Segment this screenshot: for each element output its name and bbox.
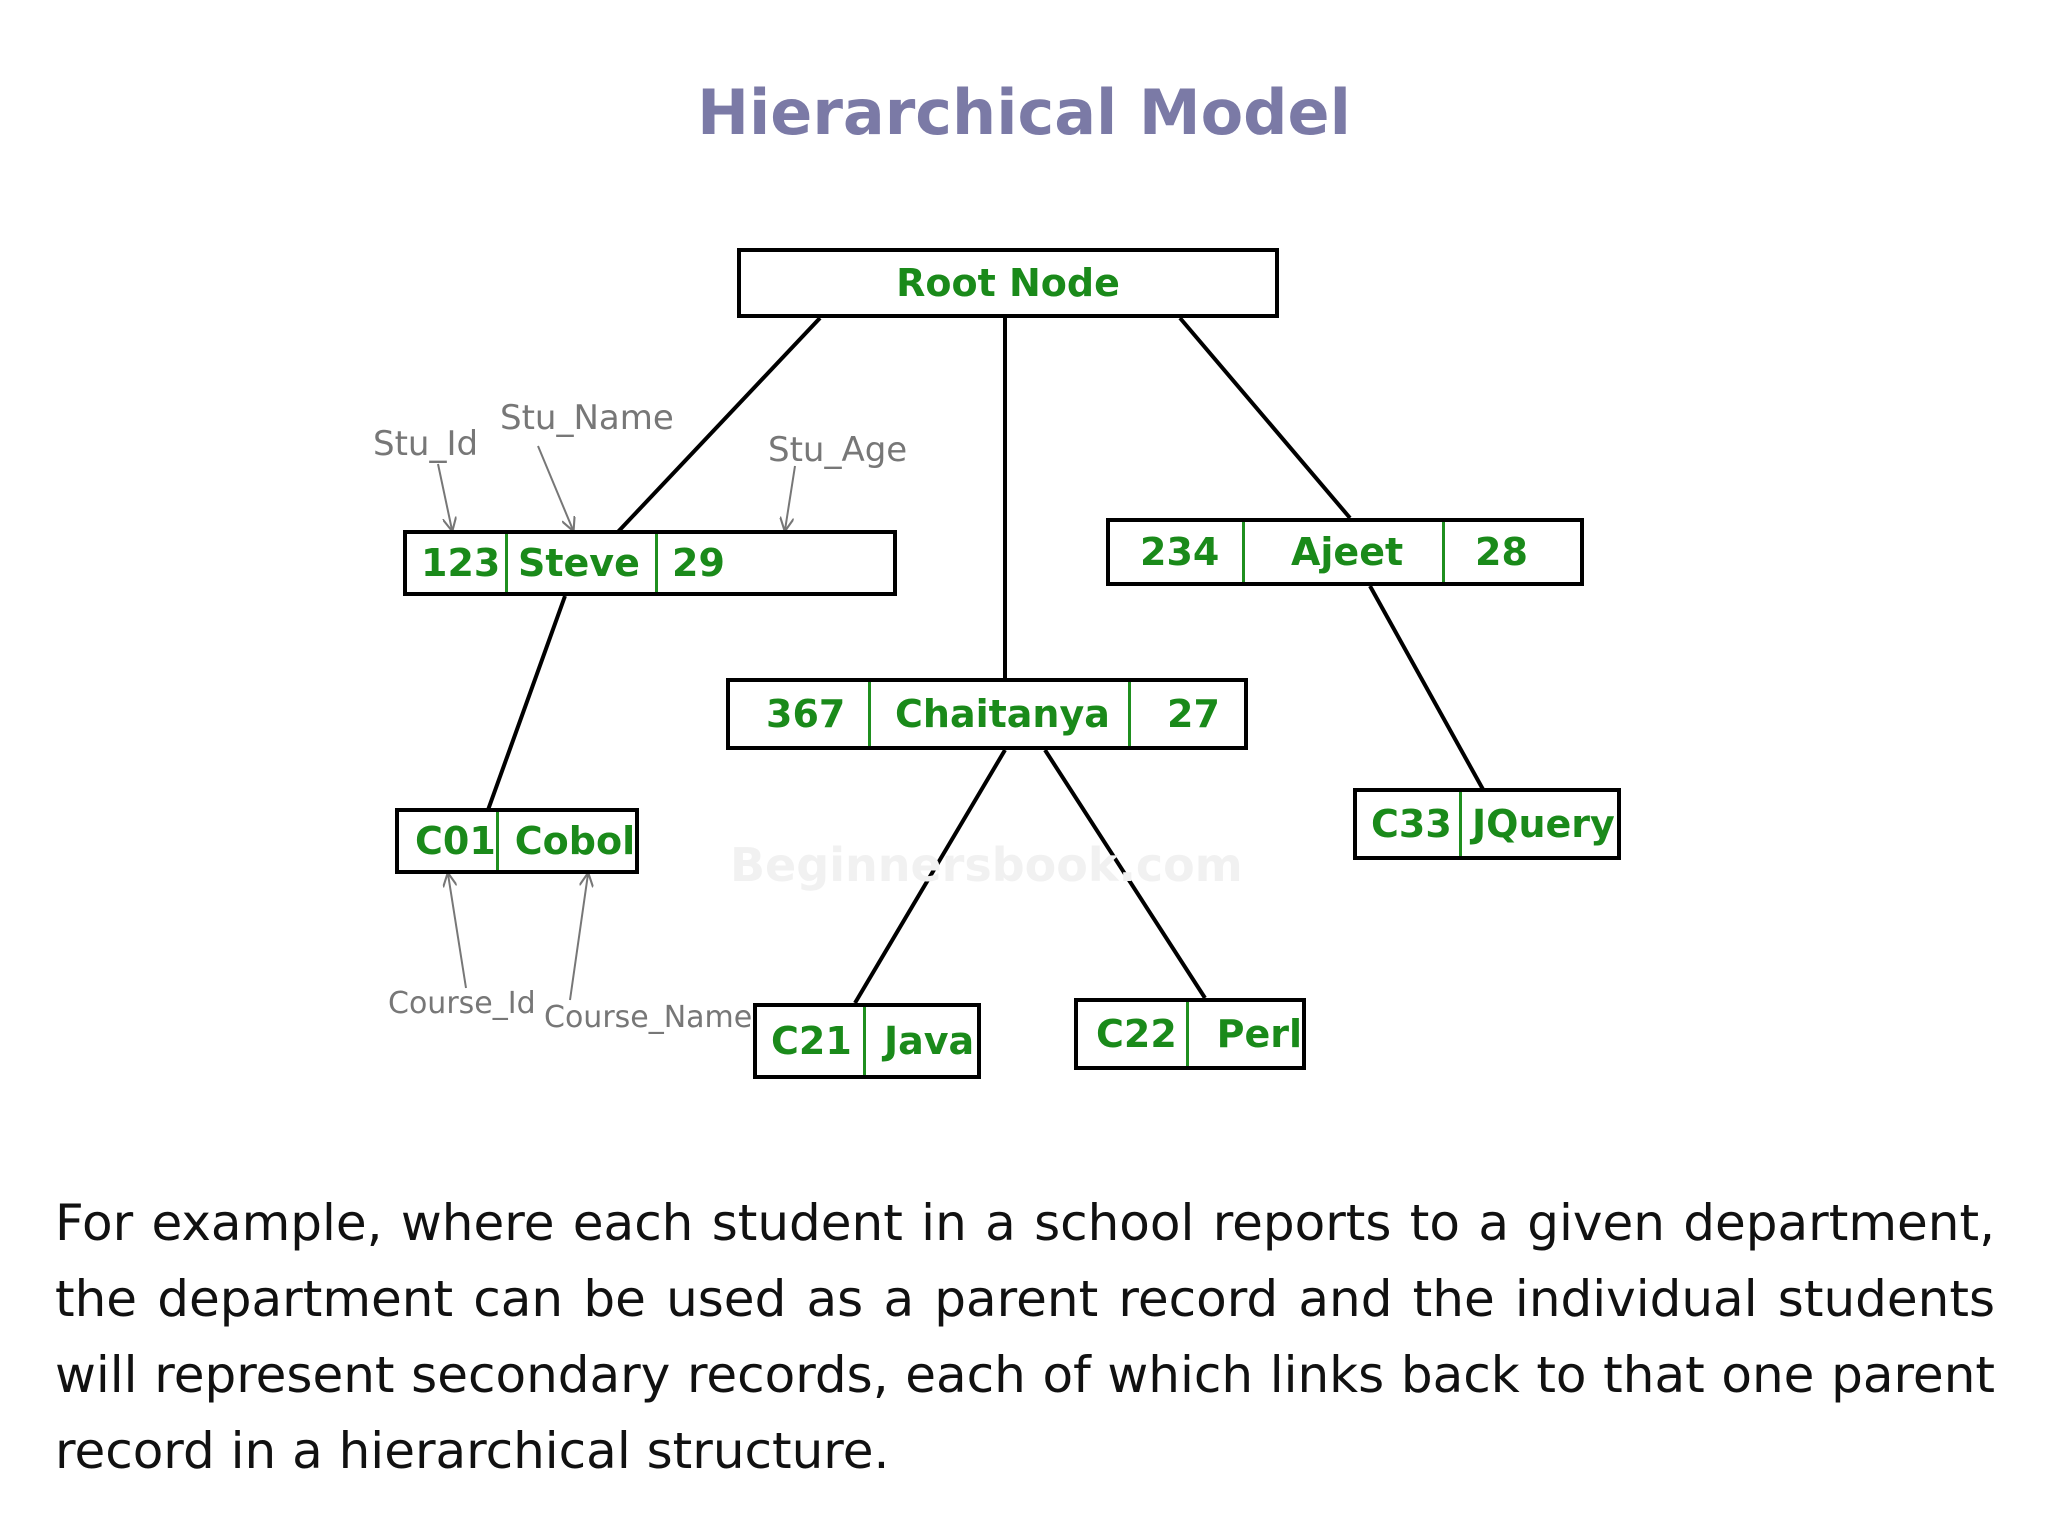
edge-steve-cobol <box>486 595 567 811</box>
student-id-field: 123 <box>421 541 501 585</box>
course-name-field: Perl <box>1185 1002 1302 1066</box>
student-record-chaitanya: 367 Chaitanya 27 <box>726 678 1248 750</box>
student-age-field: 28 <box>1442 522 1580 582</box>
edge-chaitanya-java <box>853 748 1007 1005</box>
student-id-field: 234 <box>1140 530 1220 574</box>
root-node-label: Root Node <box>896 261 1120 305</box>
course-record-java: C21 Java <box>753 1003 981 1079</box>
course-record-perl: C22 Perl <box>1074 998 1306 1070</box>
edge-ajeet-jquery <box>1368 585 1487 794</box>
course-id-field: C33 <box>1371 802 1452 846</box>
arrow-course-id <box>448 874 467 989</box>
student-name-field: Chaitanya <box>868 682 1128 746</box>
annotation-course-id: Course_Id <box>388 986 536 1021</box>
description-paragraph: For example, where each student in a sch… <box>55 1194 1995 1480</box>
edge-root-ajeet <box>1178 316 1352 520</box>
edge-chaitanya-perl <box>1043 748 1207 1000</box>
course-id-field: C01 <box>415 819 496 863</box>
annotation-stu-age: Stu_Age <box>768 430 908 470</box>
course-record-jquery: C33 JQuery <box>1353 788 1621 860</box>
annotation-course-name: Course_Name <box>544 1000 753 1035</box>
student-age-field: 29 <box>655 534 893 592</box>
student-record-ajeet: 234 Ajeet 28 <box>1106 518 1584 586</box>
student-name-field: Ajeet <box>1242 522 1442 582</box>
course-name-field: Java <box>863 1007 977 1075</box>
student-name-field: Steve <box>505 534 655 592</box>
diagram-title: Hierarchical Model <box>697 76 1351 149</box>
course-record-cobol: C01 Cobol <box>395 808 639 874</box>
arrow-stu-age <box>785 465 796 530</box>
annotation-stu-id: Stu_Id <box>373 424 479 464</box>
watermark: Beginnersbook.com <box>730 838 1243 892</box>
student-id-field: 367 <box>766 692 846 736</box>
course-name-field: JQuery <box>1459 792 1617 856</box>
student-record-steve: 123 Steve 29 <box>403 530 897 596</box>
root-node: Root Node <box>737 248 1279 318</box>
course-name-field: Cobol <box>495 812 635 870</box>
course-id-field: C21 <box>771 1019 852 1063</box>
annotation-stu-name: Stu_Name <box>500 398 674 438</box>
edge-root-steve <box>613 316 822 537</box>
arrow-stu-id <box>437 463 452 530</box>
arrow-course-name <box>569 874 588 1001</box>
course-id-field: C22 <box>1096 1012 1177 1056</box>
student-age-field: 27 <box>1128 682 1244 746</box>
arrow-stu-name <box>537 445 573 530</box>
